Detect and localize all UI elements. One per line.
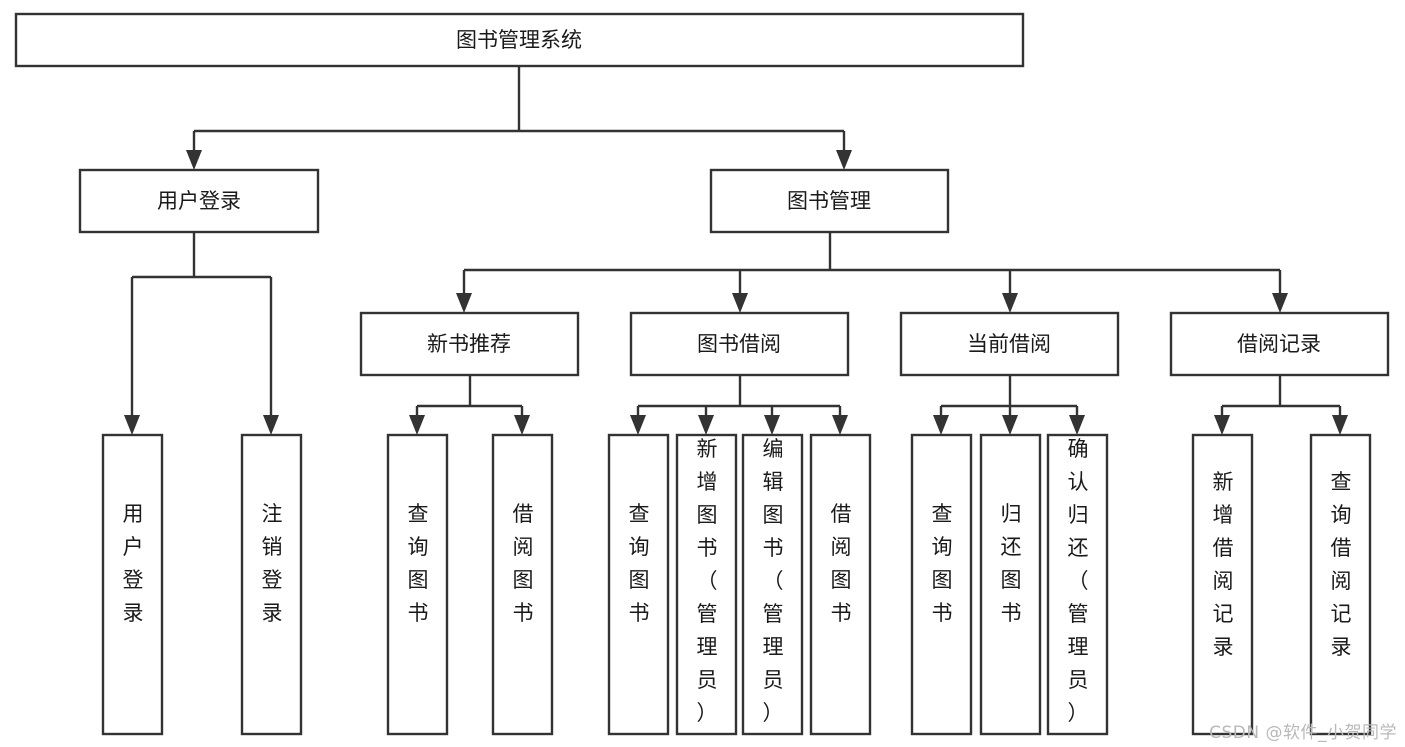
node-new-book-recommend[interactable]: 新书推荐 <box>359 311 580 377</box>
leaf-new-book-1[interactable]: 查询图书 <box>386 433 449 736</box>
leaf-borrow-records-2[interactable]: 查询借阅记录 <box>1309 433 1372 736</box>
node-root-book-management-system[interactable]: 图书管理系统 <box>14 12 1025 68</box>
connectors-new-book-to-leaves <box>409 375 530 435</box>
leaf-current-borrow-1-label: 查询图书 <box>932 502 953 625</box>
connectors-book-borrow-to-leaves <box>630 375 848 435</box>
node-book-borrow-label: 图书借阅 <box>697 332 781 356</box>
leaf-current-borrow-3-label: 确认归还（管理员） <box>1068 437 1089 725</box>
node-book-management-label: 图书管理 <box>787 189 871 213</box>
node-user-login-label: 用户登录 <box>157 189 241 213</box>
leaf-user-login-2[interactable]: 注销登录 <box>240 433 303 736</box>
node-book-management[interactable]: 图书管理 <box>709 168 950 234</box>
connectors-root-to-level2 <box>186 66 852 170</box>
connectors-borrow-records-to-leaves <box>1214 375 1348 435</box>
connectors-user-login-to-leaves <box>124 232 279 435</box>
leaf-current-borrow-2[interactable]: 归还图书 <box>979 433 1042 736</box>
node-current-borrow[interactable]: 当前借阅 <box>899 311 1120 377</box>
node-root-label: 图书管理系统 <box>456 28 582 52</box>
node-user-login[interactable]: 用户登录 <box>78 168 320 234</box>
connectors-book-management-to-level3 <box>456 232 1288 313</box>
leaf-book-borrow-3-label: 编辑图书（管理员） <box>763 437 784 725</box>
leaf-new-book-2[interactable]: 借阅图书 <box>491 433 554 736</box>
leaf-book-borrow-4[interactable]: 借阅图书 <box>809 433 872 736</box>
leaf-new-book-2-label: 借阅图书 <box>513 502 534 625</box>
leaf-user-login-1-label: 用户登录 <box>123 502 144 625</box>
leaf-book-borrow-2-label: 新增图书（管理员） <box>697 437 718 725</box>
csdn-watermark: CSDN @软件_小贺同学 <box>1209 723 1397 743</box>
leaf-current-borrow-1[interactable]: 查询图书 <box>910 433 973 736</box>
node-new-book-recommend-label: 新书推荐 <box>427 332 511 356</box>
connectors-current-borrow-to-leaves <box>933 375 1085 435</box>
node-borrow-records-label: 借阅记录 <box>1237 332 1321 356</box>
leaf-borrow-records-1-label: 新增借阅记录 <box>1213 470 1234 659</box>
node-current-borrow-label: 当前借阅 <box>967 332 1051 356</box>
leaf-borrow-records-1[interactable]: 新增借阅记录 <box>1191 433 1254 736</box>
leaf-current-borrow-3[interactable]: 确认归还（管理员） <box>1046 433 1109 736</box>
leaf-current-borrow-2-label: 归还图书 <box>1001 502 1022 625</box>
leaf-book-borrow-4-label: 借阅图书 <box>831 502 852 625</box>
leaf-new-book-1-label: 查询图书 <box>408 502 429 625</box>
leaf-borrow-records-2-label: 查询借阅记录 <box>1331 470 1352 659</box>
node-borrow-records[interactable]: 借阅记录 <box>1169 311 1390 377</box>
node-book-borrow[interactable]: 图书借阅 <box>629 311 850 377</box>
leaf-book-borrow-1[interactable]: 查询图书 <box>607 433 670 736</box>
leaf-book-borrow-2[interactable]: 新增图书（管理员） <box>675 433 738 736</box>
leaf-user-login-1[interactable]: 用户登录 <box>101 433 164 736</box>
leaf-book-borrow-3[interactable]: 编辑图书（管理员） <box>741 433 804 736</box>
leaf-user-login-2-label: 注销登录 <box>262 502 283 625</box>
leaf-book-borrow-1-label: 查询图书 <box>629 502 650 625</box>
